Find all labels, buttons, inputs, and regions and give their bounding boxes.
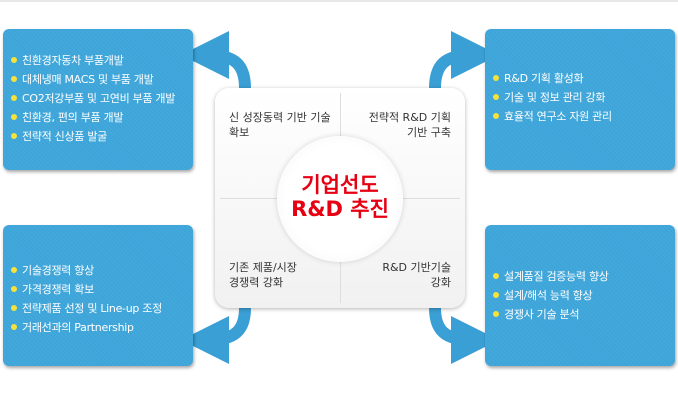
center-circle: 기업선도 R&D 추진 bbox=[277, 136, 403, 262]
quadrant-text: R&D 기반기술 bbox=[382, 261, 451, 274]
quadrant-text: 강화 bbox=[430, 276, 451, 289]
list-item: 전략적 신상품 발굴 bbox=[11, 127, 175, 146]
quadrant-text: 확보 bbox=[229, 126, 250, 139]
quadrant-top-left: 신 성장동력 기반 기술 확보 bbox=[229, 110, 331, 140]
arrow-top-left bbox=[181, 31, 251, 89]
center-title-line: R&D 추진 bbox=[291, 197, 389, 221]
list-item: R&D 기획 활성화 bbox=[493, 69, 612, 88]
list-item: 가격경쟁력 확보 bbox=[11, 280, 162, 299]
list-item: 친환경, 편의 부품 개발 bbox=[11, 108, 175, 127]
list-item: 설계/해석 능력 향상 bbox=[493, 286, 609, 305]
center-title: 기업선도 R&D 추진 bbox=[277, 173, 403, 221]
quadrant-text: 경쟁력 강화 bbox=[229, 276, 284, 289]
list-item: 기술 및 정보 관리 강화 bbox=[493, 88, 612, 107]
list-item: CO2저강부품 및 고연비 부품 개발 bbox=[11, 89, 175, 108]
top-divider bbox=[0, 0, 678, 2]
list-item: 효율적 연구소 자원 관리 bbox=[493, 107, 612, 126]
quadrant-bottom-right: R&D 기반기술 강화 bbox=[382, 260, 451, 290]
center-title-line: 기업선도 bbox=[301, 173, 379, 197]
box-top-left: 친환경자동차 부품개발 대체냉매 MACS 및 부품 개발 CO2저강부품 및 … bbox=[3, 29, 193, 170]
list-item: 친환경자동차 부품개발 bbox=[11, 51, 175, 70]
list-item: 거래선과의 Partnership bbox=[11, 318, 162, 337]
arrow-bottom-right bbox=[429, 307, 499, 364]
arrow-top-right bbox=[429, 31, 499, 89]
quadrant-text: 기반 구축 bbox=[407, 126, 451, 139]
quadrant-top-right: 전략적 R&D 기획 기반 구축 bbox=[369, 110, 451, 140]
list-item: 경쟁사 기술 분석 bbox=[493, 305, 609, 324]
list-item: 전략제품 선정 및 Line-up 조정 bbox=[11, 299, 162, 318]
quadrant-text: 신 성장동력 기반 기술 bbox=[229, 111, 331, 124]
box-bottom-left: 기술경쟁력 향상 가격경쟁력 확보 전략제품 선정 및 Line-up 조정 거… bbox=[3, 225, 193, 366]
box-top-right: R&D 기획 활성화 기술 및 정보 관리 강화 효율적 연구소 자원 관리 bbox=[485, 29, 675, 170]
box-bottom-right: 설계품질 검증능력 향상 설계/해석 능력 향상 경쟁사 기술 분석 bbox=[485, 225, 675, 366]
quadrant-bottom-left: 기존 제품/시장 경쟁력 강화 bbox=[229, 260, 297, 290]
list-item: 대체냉매 MACS 및 부품 개발 bbox=[11, 70, 175, 89]
list-item: 설계품질 검증능력 향상 bbox=[493, 267, 609, 286]
list-item: 기술경쟁력 향상 bbox=[11, 261, 162, 280]
quadrant-text: 기존 제품/시장 bbox=[229, 261, 297, 274]
arrow-bottom-left bbox=[181, 307, 251, 364]
quadrant-text: 전략적 R&D 기획 bbox=[368, 111, 451, 124]
